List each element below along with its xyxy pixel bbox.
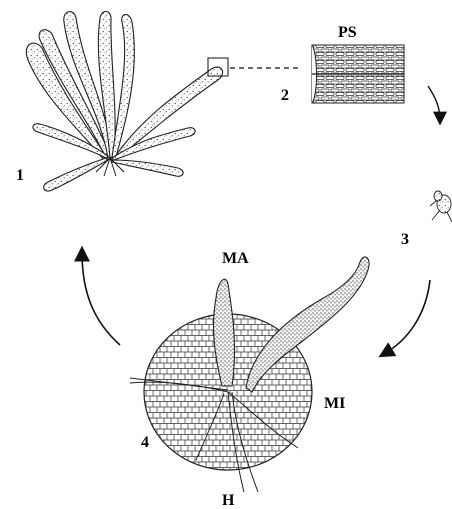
ps-cell-detail xyxy=(312,45,404,103)
arrow-2-to-3 xyxy=(428,86,440,120)
stage-number-3: 3 xyxy=(401,231,409,248)
macro-thallus xyxy=(26,11,222,191)
label-ma: MA xyxy=(222,250,249,267)
stage-number-2: 2 xyxy=(281,87,289,104)
arrow-4-to-1 xyxy=(82,252,120,345)
label-h: H xyxy=(222,492,235,509)
arrow-3-to-4 xyxy=(384,280,430,354)
stage-number-1: 1 xyxy=(16,167,24,184)
stage-number-4: 4 xyxy=(141,434,149,451)
label-mi: MI xyxy=(324,395,345,412)
spore-cluster xyxy=(430,191,452,222)
label-ps: PS xyxy=(338,24,357,41)
